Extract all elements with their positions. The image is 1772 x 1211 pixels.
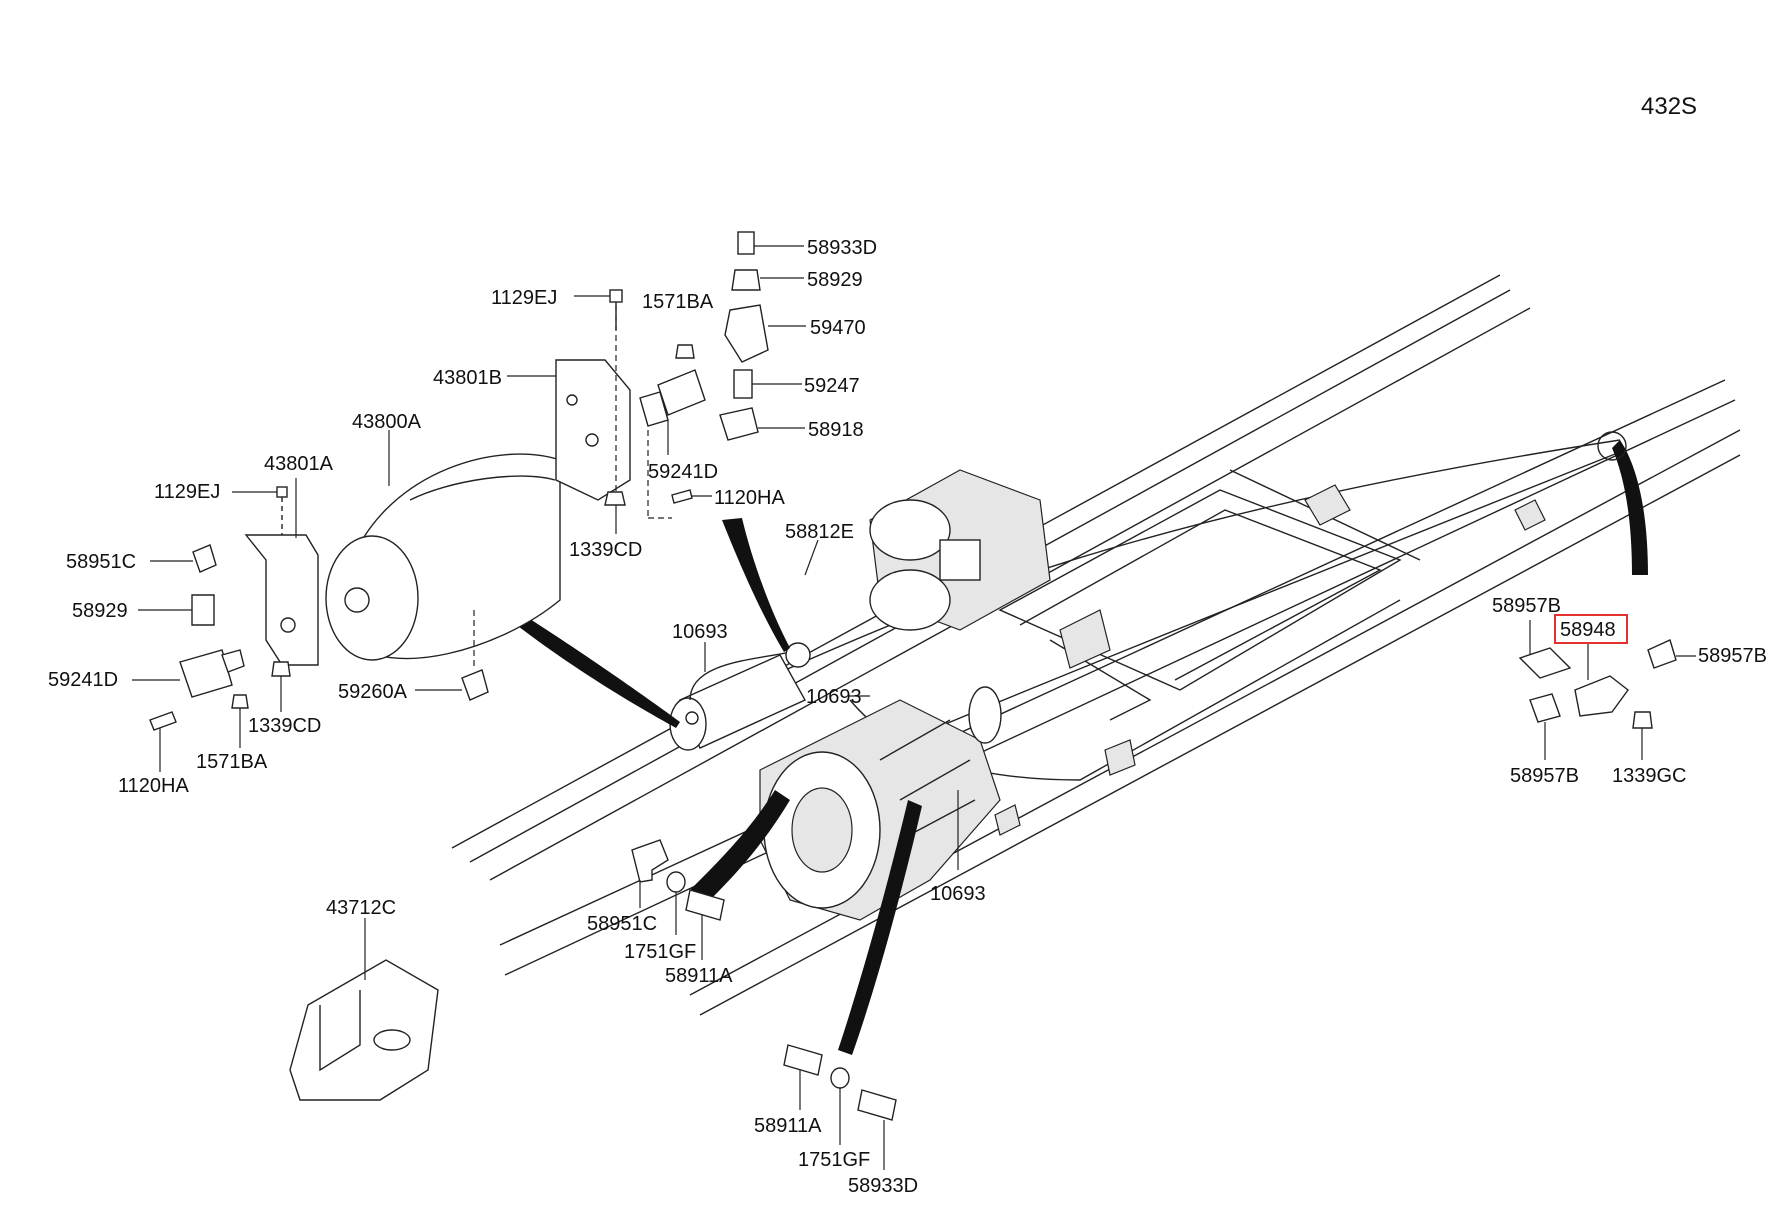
label-1129EJ-top: 1129EJ xyxy=(491,287,557,309)
label-58918: 58918 xyxy=(808,419,864,441)
label-1751GF-bot: 1751GF xyxy=(798,1149,870,1171)
valve-stack xyxy=(719,231,806,441)
label-58929-top: 58929 xyxy=(807,269,863,291)
label-58812E: 58812E xyxy=(785,521,854,543)
line-leaders xyxy=(704,539,959,870)
sheet-code: 432S xyxy=(1641,93,1697,120)
bracket-43801A xyxy=(232,478,319,666)
label-1129EJ-left: 1129EJ xyxy=(154,481,220,503)
label-59241D-left: 59241D xyxy=(48,669,118,691)
label-58929-left: 58929 xyxy=(72,600,128,622)
fitting-bottom-group xyxy=(783,1044,897,1170)
label-58911A-bot: 58911A xyxy=(754,1115,822,1137)
detail-callout-arrows xyxy=(500,431,1648,1055)
drain-valve-59260A xyxy=(415,610,489,701)
cap-1571BA-top xyxy=(675,344,695,359)
label-1339CD-left: 1339CD xyxy=(248,715,321,737)
air-tank-small xyxy=(669,642,811,751)
label-43801B: 43801B xyxy=(433,367,502,389)
label-43800A: 43800A xyxy=(352,411,422,433)
label-58957B-c: 58957B xyxy=(1510,765,1579,787)
label-43712C: 43712C xyxy=(326,897,396,919)
label-59241D-top: 59241D xyxy=(648,461,718,483)
label-59247: 59247 xyxy=(804,375,860,397)
label-1571BA-top: 1571BA xyxy=(642,291,714,313)
bracket-43712C xyxy=(289,918,439,1101)
transmission-assembly xyxy=(759,686,1002,921)
label-58911A-mid: 58911A xyxy=(665,965,733,987)
label-58951C-left: 58951C xyxy=(66,551,136,573)
label-43801A: 43801A xyxy=(264,453,334,475)
label-10693-a: 10693 xyxy=(672,621,728,643)
label-59260A: 59260A xyxy=(338,681,408,703)
label-1120HA-top: 1120HA xyxy=(714,487,785,509)
label-59470: 59470 xyxy=(810,317,866,339)
fitting-right-group xyxy=(1518,620,1696,760)
label-58933D-top: 58933D xyxy=(807,237,877,259)
valve-block-top xyxy=(639,369,706,455)
label-58948: 58948 xyxy=(1560,619,1616,641)
label-1751GF-mid: 1751GF xyxy=(624,941,696,963)
air-dryer-assembly xyxy=(869,469,1546,836)
highlight-box xyxy=(1554,614,1628,644)
label-58957B-a: 58957B xyxy=(1492,595,1561,617)
label-1120HA-left: 1120HA xyxy=(118,775,189,797)
fitting-mid-group xyxy=(631,839,725,960)
label-1339GC: 1339GC xyxy=(1612,765,1687,787)
label-10693-b: 10693 xyxy=(806,686,862,708)
bolt-1129EJ-top xyxy=(574,289,623,330)
bolt-1120HA-top xyxy=(647,430,712,519)
label-58933D-bot: 58933D xyxy=(848,1175,918,1197)
nut-1339CD-top xyxy=(604,491,626,534)
fitting-left-group xyxy=(132,544,291,772)
air-tank-43800A xyxy=(325,430,561,661)
label-10693-c: 10693 xyxy=(930,883,986,905)
bracket-43801B xyxy=(507,305,631,501)
label-58957B-b: 58957B xyxy=(1698,645,1767,667)
label-1571BA-left: 1571BA xyxy=(196,751,268,773)
label-1339CD-top: 1339CD xyxy=(569,539,642,561)
label-58951C-mid: 58951C xyxy=(587,913,657,935)
